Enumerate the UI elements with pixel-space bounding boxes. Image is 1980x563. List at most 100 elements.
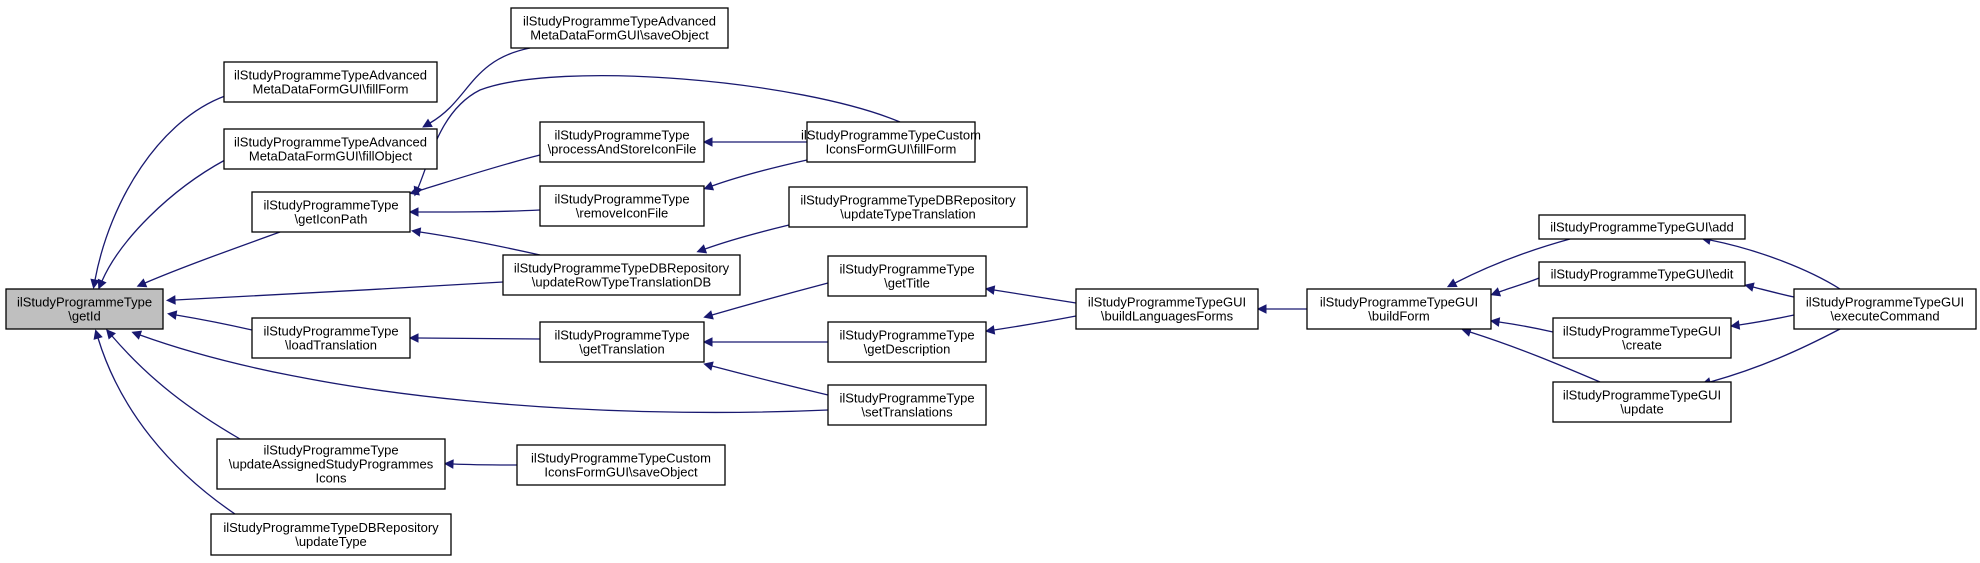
edge-fillObject_adv-to-getId (97, 159, 226, 290)
node-getTitle[interactable]: ilStudyProgrammeType\getTitle (827, 255, 987, 297)
node-label-line: \executeCommand (1830, 309, 1939, 324)
edge-line (101, 159, 226, 282)
edge-arrowhead (1490, 287, 1502, 297)
edge-arrowhead (984, 285, 996, 295)
node-loadTranslation[interactable]: ilStudyProgrammeType\loadTranslation (251, 317, 411, 359)
edge-line (417, 154, 541, 192)
node-updateType[interactable]: ilStudyProgrammeTypeDBRepository\updateT… (210, 513, 452, 556)
edge-line (1738, 314, 1795, 326)
node-label-line: ilStudyProgrammeTypeGUI (1563, 324, 1721, 339)
edge-setTranslations-to-getId (131, 330, 829, 414)
edge-arrowhead (696, 244, 708, 254)
node-box (251, 317, 411, 359)
edge-gui_add-to-buildForm (1446, 238, 1571, 288)
node-label-line: \create (1622, 338, 1662, 353)
node-label-line: Icons (315, 471, 347, 486)
node-buildLanguagesForms[interactable]: ilStudyProgrammeTypeGUI\buildLanguagesFo… (1075, 288, 1259, 330)
edge-line (1469, 331, 1601, 383)
node-box (510, 7, 729, 49)
node-fillObject_adv[interactable]: ilStudyProgrammeTypeAdvancedMetaDataForm… (223, 128, 438, 170)
node-removeIconFile[interactable]: ilStudyProgrammeType\removeIconFile (539, 185, 705, 227)
edge-arrowhead (1744, 282, 1755, 292)
node-label-line: \getDescription (864, 342, 951, 357)
node-label-line: ilStudyProgrammeTypeGUI (1088, 295, 1246, 310)
edge-buildLanguagesForms-to-getTitle (984, 285, 1077, 304)
node-label-line: ilStudyProgrammeTypeGUI\edit (1551, 267, 1734, 282)
edge-line (175, 314, 253, 331)
node-label-line: \loadTranslation (285, 338, 377, 353)
edge-line (139, 334, 829, 414)
node-box (1075, 288, 1259, 330)
node-gui_create[interactable]: ilStudyProgrammeTypeGUI\create (1552, 317, 1732, 359)
node-label-line: ilStudyProgrammeType (839, 262, 974, 277)
node-processAndStoreIconFile[interactable]: ilStudyProgrammeType\processAndStoreIcon… (539, 121, 705, 163)
edge-arrowhead (703, 181, 715, 191)
node-label-line: ilStudyProgrammeTypeAdvanced (523, 14, 716, 29)
node-getIconPath[interactable]: ilStudyProgrammeType\getIconPath (251, 191, 411, 233)
node-label-line: \buildForm (1368, 309, 1429, 324)
edge-line (711, 159, 808, 187)
node-box (827, 384, 987, 426)
node-label-line: \removeIconFile (576, 206, 668, 221)
node-box (1538, 214, 1746, 240)
edge-arrowhead (410, 227, 422, 237)
node-label-line: ilStudyProgrammeTypeDBRepository (800, 193, 1016, 208)
node-getTranslation[interactable]: ilStudyProgrammeType\getTranslation (539, 321, 705, 363)
edge-line (1498, 277, 1540, 293)
node-updateRowTypeTranslationDB[interactable]: ilStudyProgrammeTypeDBRepository\updateR… (502, 254, 741, 296)
node-label-line: ilStudyProgrammeTypeCustom (531, 451, 711, 466)
edge-line (1709, 239, 1841, 290)
node-customIcons_saveObject[interactable]: ilStudyProgrammeTypeCustomIconsFormGUI\s… (516, 444, 726, 486)
node-label-line: \updateTypeTranslation (840, 207, 975, 222)
node-box (223, 128, 438, 170)
edge-line (452, 463, 518, 466)
edge-getIconPath-to-getId (136, 231, 281, 288)
node-label-line: ilStudyProgrammeTypeDBRepository (514, 261, 730, 276)
node-label-line: ilStudyProgrammeType (839, 328, 974, 343)
edge-removeIconFile-to-getIconPath (408, 207, 541, 217)
node-updateAssignedIcons[interactable]: ilStudyProgrammeType\updateAssignedStudy… (216, 438, 446, 490)
nodes-layer: ilStudyProgrammeType\getIdilStudyProgram… (5, 7, 1977, 556)
edge-arrowhead (422, 118, 433, 128)
node-label-line: ilStudyProgrammeTypeAdvanced (234, 135, 427, 150)
node-label-line: ilStudyProgrammeType (17, 295, 152, 310)
edge-line (1454, 238, 1571, 284)
node-gui_edit[interactable]: ilStudyProgrammeTypeGUI\edit (1538, 261, 1746, 287)
node-buildForm[interactable]: ilStudyProgrammeTypeGUI\buildForm (1306, 288, 1492, 330)
edge-line (417, 337, 541, 340)
node-getId[interactable]: ilStudyProgrammeType\getId (5, 288, 164, 330)
edge-saveObject_adv-to-fillObject_adv (422, 47, 531, 128)
node-box (539, 121, 705, 163)
node-gui_add[interactable]: ilStudyProgrammeTypeGUI\add (1538, 214, 1746, 240)
node-box (806, 121, 976, 163)
node-box (539, 185, 705, 227)
node-gui_update[interactable]: ilStudyProgrammeTypeGUI\update (1552, 381, 1732, 423)
node-box (827, 321, 987, 363)
node-label-line: ilStudyProgrammeType (263, 198, 398, 213)
edge-customIcons_fillForm-to-processAndStoreIconFile (702, 137, 807, 147)
edge-line (704, 224, 790, 250)
node-updateTypeTranslation[interactable]: ilStudyProgrammeTypeDBRepository\updateT… (788, 186, 1028, 228)
node-label-line: ilStudyProgrammeType (554, 328, 689, 343)
node-fillForm_adv[interactable]: ilStudyProgrammeTypeAdvancedMetaDataForm… (223, 61, 438, 103)
edge-executeCommand-to-gui_create (1729, 314, 1795, 330)
node-label-line: ilStudyProgrammeTypeDBRepository (223, 520, 439, 535)
node-box (827, 255, 987, 297)
node-label-line: ilStudyProgrammeTypeAdvanced (234, 68, 427, 83)
edge-buildLanguagesForms-to-getDescription (984, 315, 1077, 335)
edge-arrowhead (408, 207, 419, 217)
node-getDescription[interactable]: ilStudyProgrammeType\getDescription (827, 321, 987, 363)
node-saveObject_adv[interactable]: ilStudyProgrammeTypeAdvancedMetaDataForm… (510, 7, 729, 49)
node-customIcons_fillForm[interactable]: ilStudyProgrammeTypeCustomIconsFormGUI\f… (801, 121, 981, 163)
node-label-line: MetaDataFormGUI\saveObject (530, 28, 709, 43)
edge-gui_edit-to-buildForm (1490, 277, 1540, 297)
node-label-line: IconsFormGUI\fillForm (826, 142, 957, 157)
node-box (210, 513, 452, 556)
node-setTranslations[interactable]: ilStudyProgrammeType\setTranslations (827, 384, 987, 426)
edge-arrowhead (443, 459, 454, 469)
node-box (1538, 261, 1746, 287)
edge-arrowhead (90, 278, 100, 289)
node-executeCommand[interactable]: ilStudyProgrammeTypeGUI\executeCommand (1793, 288, 1977, 330)
edge-getTranslation-to-loadTranslation (408, 333, 541, 343)
